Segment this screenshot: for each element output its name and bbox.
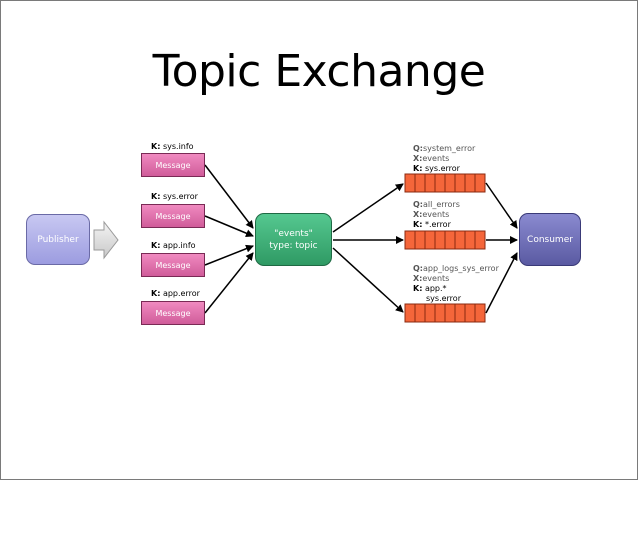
queue-icon — [404, 230, 486, 250]
exchange-type: type: topic — [269, 240, 318, 251]
right-arrow-icon — [93, 220, 119, 260]
consumer-node: Consumer — [519, 213, 581, 266]
arrow-msg2-exchange — [204, 215, 254, 237]
queue-icon — [404, 303, 486, 323]
arrow-queue1-consumer — [485, 182, 518, 229]
queue-3-labels: Q:app_logs_sys_error X:events K: app.* s… — [413, 264, 499, 303]
publisher-node: Publisher — [26, 214, 90, 265]
arrow-msg4-exchange — [204, 252, 254, 314]
arrow-queue3-consumer — [485, 252, 518, 314]
arrow-msg1-exchange — [204, 164, 254, 229]
arrow-msg3-exchange — [204, 244, 254, 266]
queue-2-labels: Q:all_errors X:events K: *.error — [413, 200, 460, 229]
exchange-name: "events" — [274, 228, 313, 239]
queue-1-labels: Q:system_error X:events K: sys.error — [413, 144, 476, 173]
message-2: Message — [141, 204, 205, 228]
slide-title: Topic Exchange — [152, 46, 486, 97]
message-4: Message — [141, 301, 205, 325]
message-2-key: K: sys.error — [151, 192, 198, 201]
message-1: Message — [141, 153, 205, 177]
message-1-key: K: sys.info — [151, 142, 194, 151]
queue-icon — [404, 173, 486, 193]
consumer-label: Consumer — [527, 234, 573, 245]
arrow-exchange-queue1 — [332, 183, 404, 233]
message-3-key: K: app.info — [151, 241, 196, 250]
message-4-key: K: app.error — [151, 289, 200, 298]
publisher-label: Publisher — [37, 234, 79, 245]
arrow-exchange-queue3 — [332, 247, 404, 313]
message-3: Message — [141, 253, 205, 277]
exchange-node: "events" type: topic — [255, 213, 332, 266]
